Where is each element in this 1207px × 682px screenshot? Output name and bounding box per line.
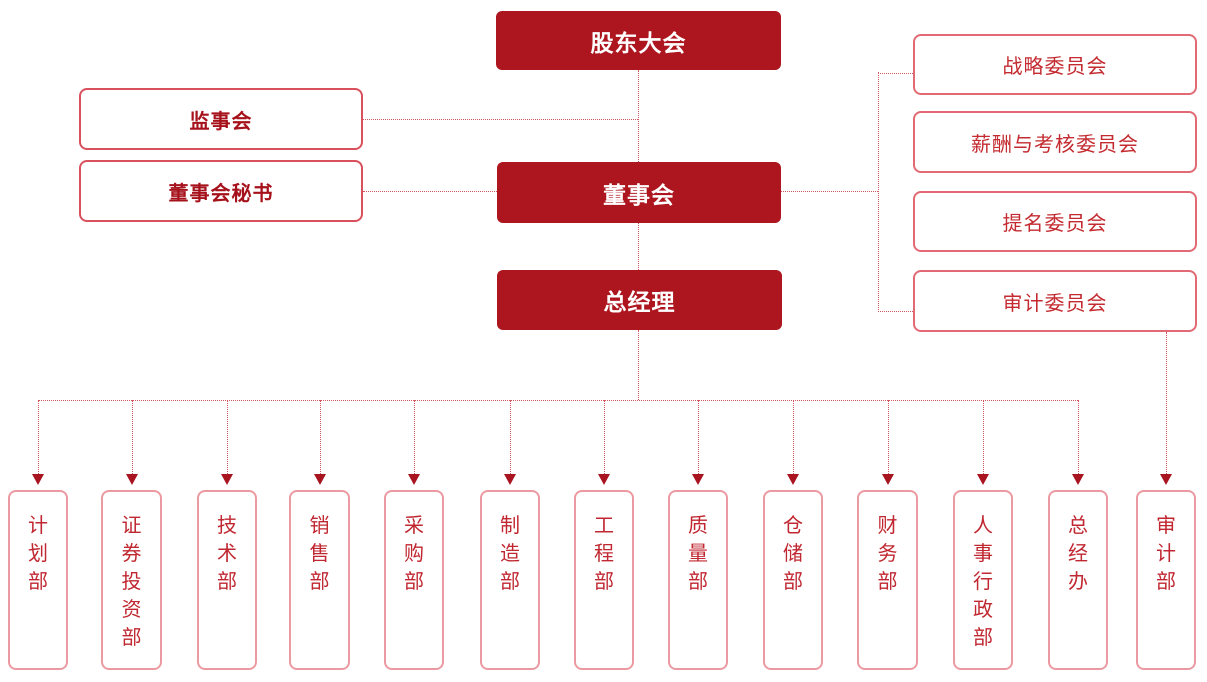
node-label: 计划部 [28,515,48,593]
node-dept-gm-office: 总经办 [1048,490,1108,670]
connector-secretary [363,191,497,192]
connector-drop-dept-6 [510,400,511,474]
node-dept-manufacturing: 制造部 [480,490,540,670]
arrow-down-icon [598,474,610,485]
arrow-down-icon [882,474,894,485]
node-label: 战略委员会 [1002,56,1108,78]
connector-board-committees [781,191,878,192]
connector-supervisory [363,119,638,120]
node-label: 仓储部 [783,515,803,593]
node-dept-procurement: 采购部 [384,490,444,670]
connector-drop-dept-4 [320,400,321,474]
arrow-down-icon [504,474,516,485]
node-dept-warehouse: 仓储部 [763,490,823,670]
arrow-down-icon [692,474,704,485]
arrow-down-icon [1160,474,1172,485]
arrow-down-icon [126,474,138,485]
connector-drop-dept-9 [793,400,794,474]
connector-committee-audit [878,311,913,312]
node-label: 董事会秘书 [168,182,274,205]
node-label: 审计委员会 [1002,292,1108,315]
connector-distribution [38,400,1078,401]
node-dept-finance: 财务部 [857,490,918,670]
node-label: 财务部 [877,515,898,593]
node-label: 薪酬与考核委员会 [971,133,1139,156]
connector-gm-drop [638,330,639,400]
connector-drop-dept-7 [604,400,605,474]
node-board-of-directors: 董事会 [497,162,781,223]
node-committee-nomination: 提名委员会 [913,191,1197,252]
arrow-down-icon [32,474,44,485]
arrow-down-icon [977,474,989,485]
node-label: 人事行政部 [973,515,993,649]
arrow-down-icon [314,474,326,485]
connector-drop-dept-3 [227,400,228,474]
node-label: 监事会 [189,110,253,133]
connector-drop-dept-11 [983,400,984,474]
connector-auditcommittee-auditdept [1166,332,1167,474]
node-dept-quality: 质量部 [668,490,728,670]
node-label: 提名委员会 [1002,213,1108,235]
connector-drop-dept-12 [1078,400,1079,474]
node-label: 制造部 [500,515,520,593]
node-supervisory-board: 监事会 [79,88,363,150]
node-dept-planning: 计划部 [8,490,68,670]
connector-shareholders-board [638,70,639,162]
connector-drop-dept-1 [38,400,39,474]
node-label: 总经理 [603,289,676,315]
node-committee-audit: 审计委员会 [913,270,1197,332]
node-label: 股东大会 [590,29,687,56]
node-dept-audit: 审计部 [1136,490,1196,670]
connector-drop-dept-5 [414,400,415,474]
connector-board-gm [638,223,639,270]
node-dept-hr-admin: 人事行政部 [953,490,1013,670]
arrow-down-icon [221,474,233,485]
node-board-secretary: 董事会秘书 [79,160,363,222]
node-committee-compensation: 薪酬与考核委员会 [913,111,1197,173]
node-dept-sales: 销售部 [289,490,350,670]
node-label: 技术部 [217,515,237,593]
node-label: 销售部 [309,515,330,593]
node-label: 质量部 [688,515,708,593]
arrow-down-icon [787,474,799,485]
node-dept-securities-investment: 证券投资部 [101,490,162,670]
node-label: 董事会 [603,181,675,208]
arrow-down-icon [1072,474,1084,485]
node-committee-strategy: 战略委员会 [913,34,1197,95]
connector-committees-spine [878,72,879,312]
node-label: 总经办 [1068,515,1088,593]
connector-drop-dept-8 [698,400,699,474]
node-label: 审计部 [1156,515,1176,593]
node-dept-engineering: 工程部 [574,490,634,670]
node-label: 证券投资部 [121,515,142,649]
node-general-manager: 总经理 [497,270,782,330]
connector-drop-dept-10 [888,400,889,474]
node-dept-technology: 技术部 [197,490,257,670]
connector-drop-dept-2 [132,400,133,474]
node-shareholders-meeting: 股东大会 [496,11,781,70]
connector-committee-strategy [878,73,913,74]
node-label: 工程部 [594,515,614,593]
arrow-down-icon [408,474,420,485]
node-label: 采购部 [404,515,424,593]
